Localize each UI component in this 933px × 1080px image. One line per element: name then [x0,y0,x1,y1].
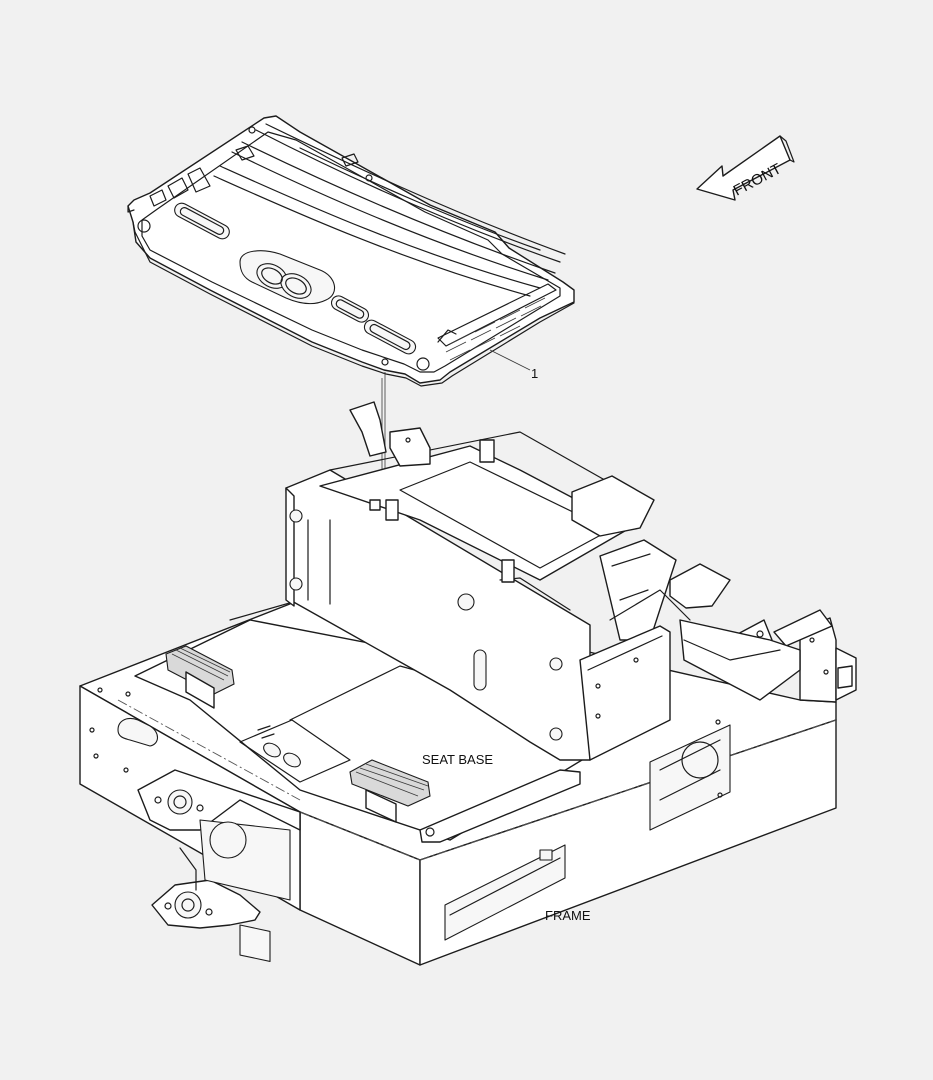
callout-1-label: 1 [531,366,538,381]
seat-base-label: SEAT BASE [422,752,493,767]
front-direction-arrow: FRONT [696,135,795,201]
seat-base-assembly[interactable] [134,401,833,843]
frame-label: FRAME [545,908,591,923]
callout-1: 1 [489,349,538,381]
floor-mat-part-1[interactable] [127,115,575,387]
